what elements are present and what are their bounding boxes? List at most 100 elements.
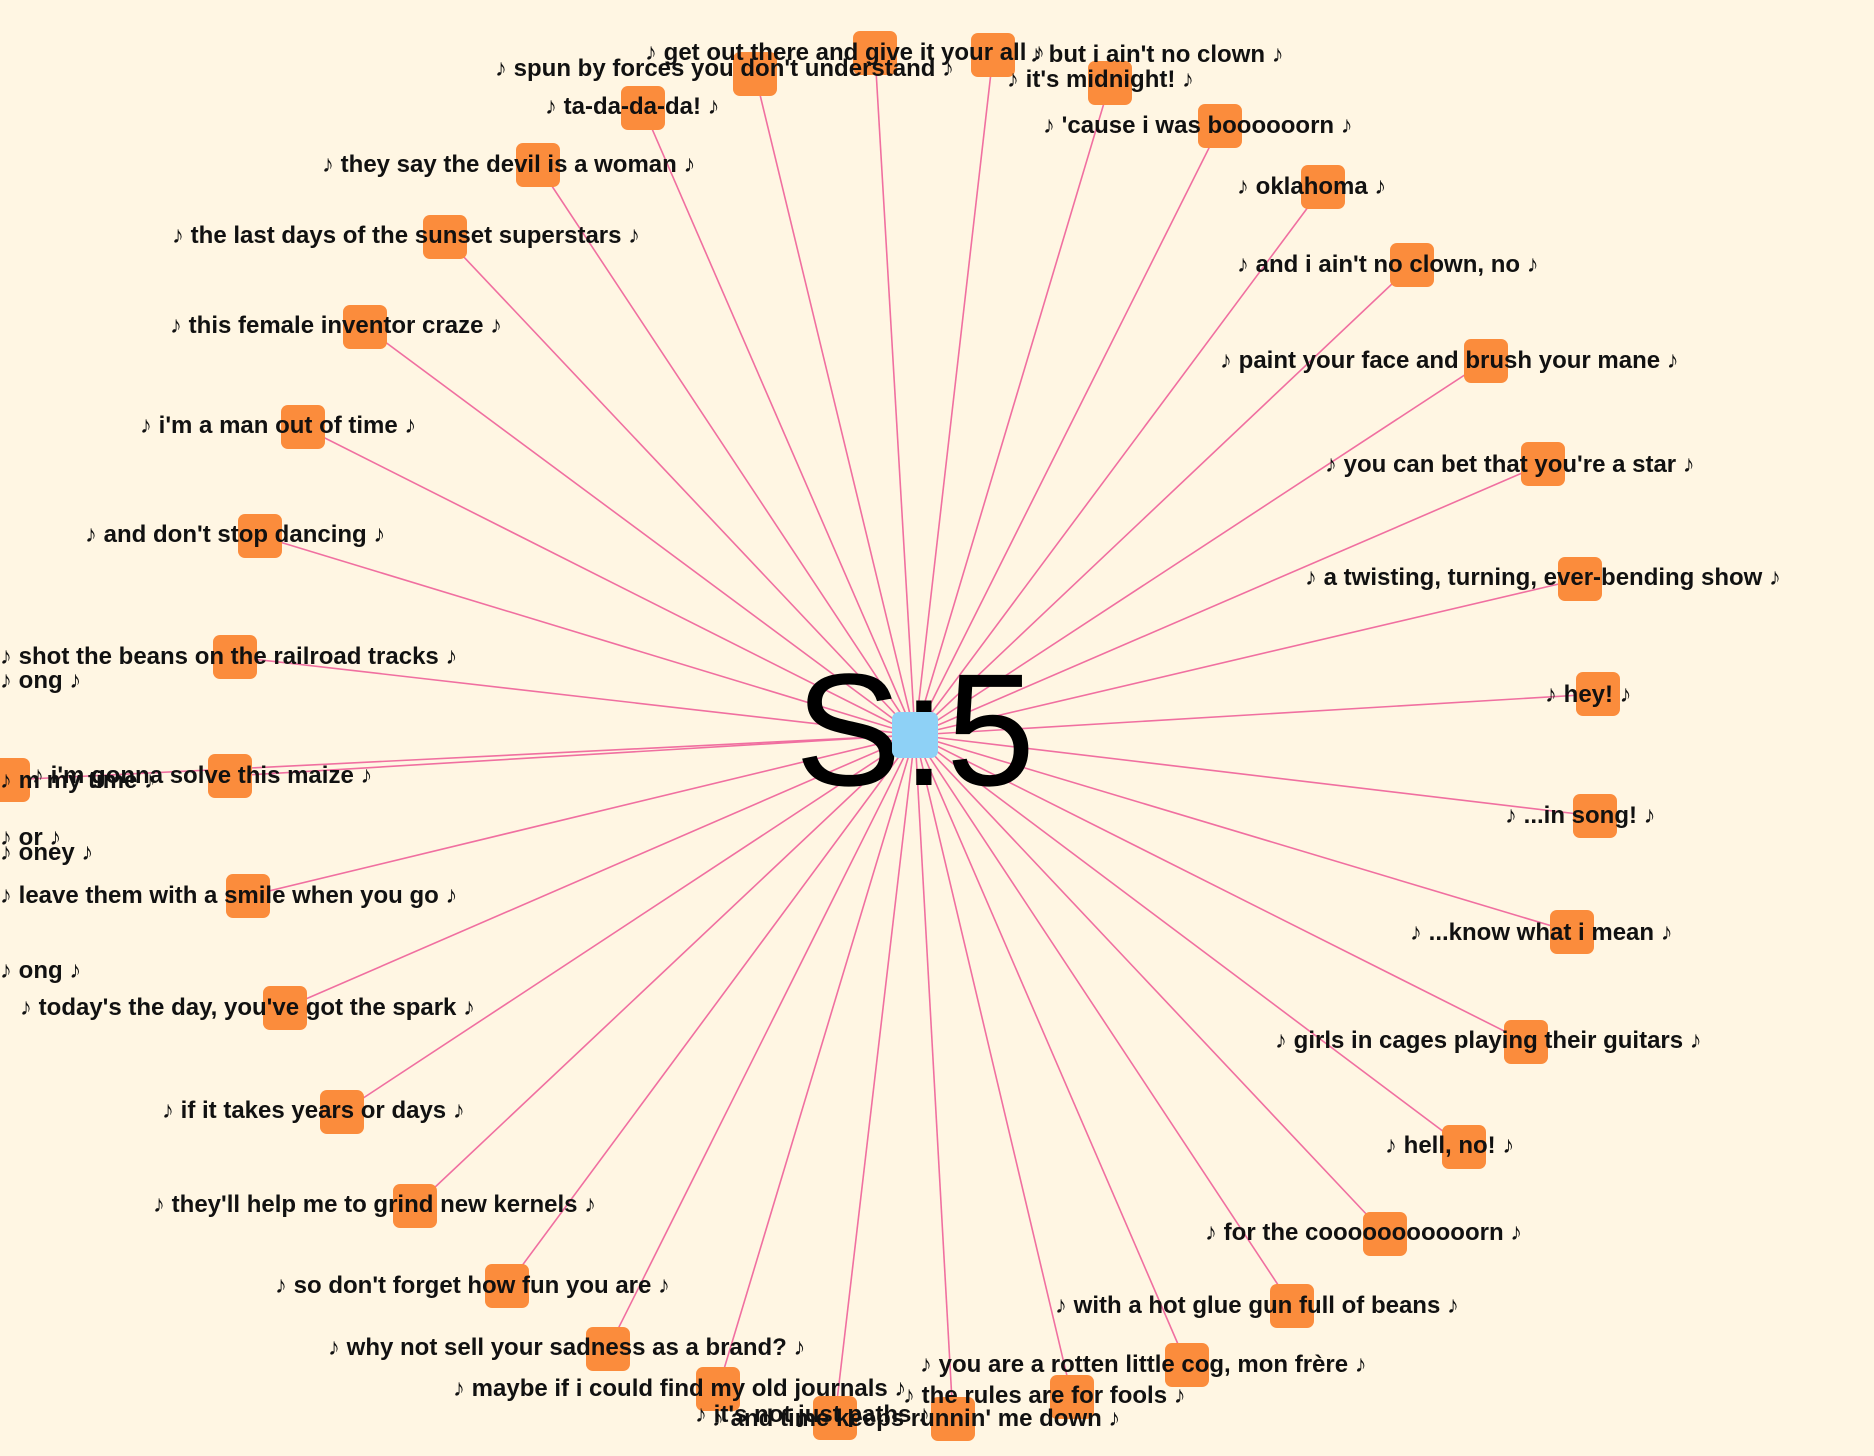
node-label[interactable]: ♪ the rules are for fools ♪ [903, 1382, 1186, 1409]
edge-line [914, 125, 1221, 736]
node-label[interactable]: ♪ for the cooooooooooorn ♪ [1205, 1219, 1522, 1246]
node-box[interactable] [931, 1397, 975, 1441]
node-label[interactable]: ♪ ong ♪ [0, 667, 81, 694]
node-label[interactable]: ♪ girls in cages playing their guitars ♪ [1275, 1027, 1702, 1054]
node-box[interactable] [733, 52, 777, 96]
edge-line [506, 734, 916, 1287]
node-box[interactable] [1521, 442, 1565, 486]
node-label[interactable]: ♪ they say the devil is a woman ♪ [322, 151, 695, 178]
edge-line [874, 52, 916, 736]
node-label[interactable]: ♪ ta-da-da-da! ♪ [545, 93, 720, 120]
node-box[interactable] [485, 1264, 529, 1308]
center-label-layer: S:5 [795, 640, 1035, 819]
edge-line [914, 734, 1573, 933]
node-box[interactable] [393, 1184, 437, 1228]
node-box[interactable] [586, 1327, 630, 1371]
node-box[interactable] [1558, 557, 1602, 601]
edge-line [914, 82, 1111, 736]
node-label[interactable]: ♪ you can bet that you're a star ♪ [1325, 451, 1695, 478]
edge-line [341, 734, 916, 1113]
node-label[interactable]: ♪ leave them with a smile when you go ♪ [0, 882, 457, 909]
node-label[interactable]: ♪ hey! ♪ [1545, 681, 1632, 708]
node-label[interactable]: ♪ get out there and give it your all ♪ [645, 39, 1045, 66]
node-box[interactable] [1363, 1212, 1407, 1256]
node-label[interactable]: ♪ 'cause i was boooooorn ♪ [1043, 112, 1353, 139]
node-box[interactable] [1165, 1343, 1209, 1387]
node-label[interactable]: ♪ you are a rotten little cog, mon frère… [920, 1351, 1367, 1378]
edges-layer [7, 52, 1599, 1420]
node-label[interactable]: ♪ ...in song! ♪ [1505, 802, 1656, 829]
node-box[interactable] [320, 1090, 364, 1134]
center-node-box[interactable] [892, 712, 938, 758]
node-label[interactable]: ♪ ong ♪ [0, 957, 81, 984]
node-box[interactable] [1464, 339, 1508, 383]
node-label[interactable]: ♪ today's the day, you've got the spark … [20, 994, 475, 1021]
node-label[interactable]: ♪ the last days of the sunset superstars… [172, 222, 640, 249]
node-box[interactable] [1088, 61, 1132, 105]
node-label[interactable]: ♪ why not sell your sadness as a brand? … [328, 1334, 805, 1361]
node-label[interactable]: ♪ maybe if i could find my old journals … [453, 1375, 906, 1402]
node-box[interactable] [281, 405, 325, 449]
node-box[interactable] [1550, 910, 1594, 954]
node-label[interactable]: ♪ i'm gonna solve this maize ♪ [32, 762, 372, 789]
edge-line [914, 734, 1386, 1235]
node-boxes-layer [0, 31, 1620, 1441]
node-box[interactable] [343, 305, 387, 349]
node-box[interactable] [0, 758, 30, 802]
node-box[interactable] [1504, 1020, 1548, 1064]
node-box[interactable] [1198, 104, 1242, 148]
node-label[interactable]: ♪ and i ain't no clown, no ♪ [1237, 251, 1539, 278]
node-label[interactable]: ♪ but i ain't no clown ♪ [1030, 41, 1284, 68]
edge-line [914, 264, 1413, 736]
node-label[interactable]: ♪ oney ♪ [0, 839, 93, 866]
edge-line [914, 578, 1581, 736]
node-box[interactable] [1442, 1125, 1486, 1169]
node-box[interactable] [238, 514, 282, 558]
node-label[interactable]: ♪ if it takes years or days ♪ [162, 1097, 465, 1124]
node-label[interactable]: ♪ spun by forces you don't understand ♪ [495, 55, 954, 82]
node-label[interactable]: ♪ paint your face and brush your mane ♪ [1220, 347, 1679, 374]
node-box[interactable] [1576, 672, 1620, 716]
node-label[interactable]: ♪ it's not just paths ♪ [695, 1401, 930, 1428]
node-box[interactable] [621, 86, 665, 130]
node-box[interactable] [1050, 1375, 1094, 1419]
node-label[interactable]: ♪ i'm a man out of time ♪ [140, 412, 416, 439]
node-label[interactable]: ♪ and time keeps runnin' me down ♪ [712, 1405, 1120, 1432]
node-label[interactable]: ♪ with a hot glue gun full of beans ♪ [1055, 1292, 1459, 1319]
edge-line [302, 426, 916, 736]
node-label[interactable]: ♪ m my time ♪ [0, 767, 156, 794]
node-box[interactable] [1573, 794, 1617, 838]
edge-line [537, 164, 916, 736]
node-label[interactable]: ♪ a twisting, turning, ever-bending show… [1305, 564, 1781, 591]
node-box[interactable] [813, 1396, 857, 1440]
node-box[interactable] [516, 143, 560, 187]
node-box[interactable] [208, 754, 252, 798]
edge-line [914, 463, 1544, 736]
node-box[interactable] [971, 33, 1015, 77]
edge-line [914, 693, 1599, 736]
edge-line [834, 734, 916, 1419]
node-label[interactable]: ♪ they'll help me to grind new kernels ♪ [153, 1191, 596, 1218]
node-label[interactable]: ♪ ...know what i mean ♪ [1410, 919, 1673, 946]
node-label[interactable]: ♪ it's midnight! ♪ [1007, 66, 1194, 93]
node-label[interactable]: ♪ hell, no! ♪ [1385, 1132, 1514, 1159]
edge-line [754, 73, 916, 736]
edge-line [914, 734, 1188, 1366]
node-label[interactable]: ♪ and don't stop dancing ♪ [85, 521, 385, 548]
node-label[interactable]: ♪ so don't forget how fun you are ♪ [275, 1272, 670, 1299]
node-box[interactable] [1270, 1284, 1314, 1328]
edge-line [444, 236, 916, 736]
node-box[interactable] [1390, 243, 1434, 287]
node-box[interactable] [226, 874, 270, 918]
node-label[interactable]: ♪ or ♪ [0, 824, 61, 851]
node-box[interactable] [213, 635, 257, 679]
node-box[interactable] [853, 31, 897, 75]
node-box[interactable] [696, 1367, 740, 1411]
node-box[interactable] [1301, 165, 1345, 209]
node-label[interactable]: ♪ oklahoma ♪ [1237, 173, 1386, 200]
node-box[interactable] [423, 215, 467, 259]
node-label[interactable]: ♪ this female inventor craze ♪ [170, 312, 502, 339]
node-label[interactable]: ♪ shot the beans on the railroad tracks … [0, 643, 457, 670]
node-box[interactable] [263, 986, 307, 1030]
